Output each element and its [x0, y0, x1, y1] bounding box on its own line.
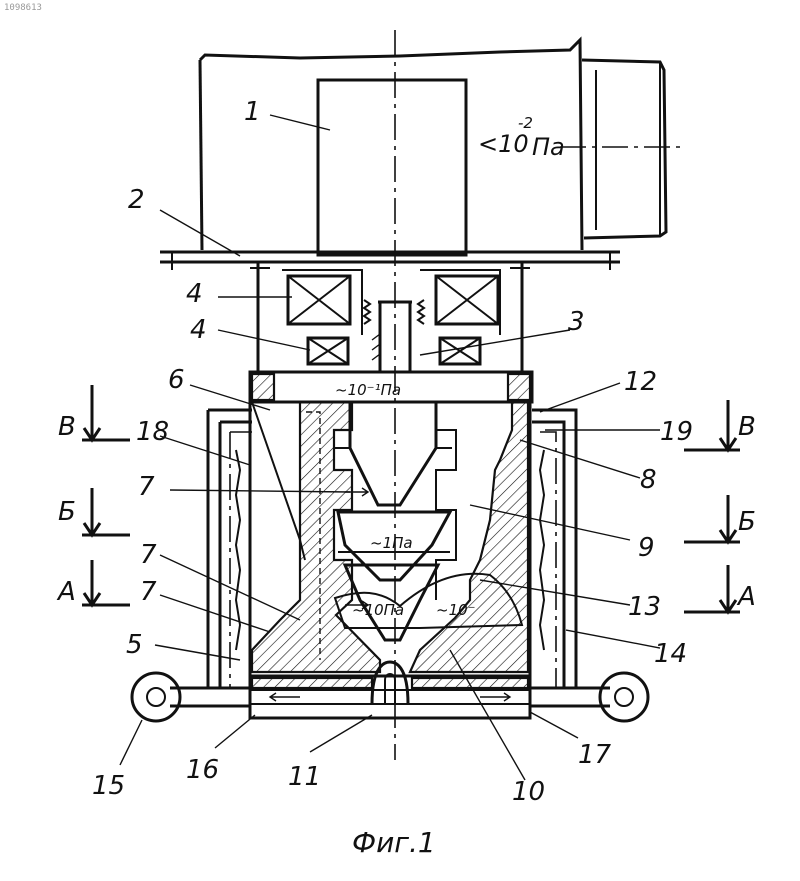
pump-15 — [132, 673, 180, 721]
part-label: 14 — [654, 639, 687, 669]
part-label: 2 — [128, 185, 145, 215]
svg-text:<10: <10 — [478, 130, 529, 158]
pressure-label-zone: ~10⁻ — [436, 601, 476, 619]
part-label: 8 — [640, 465, 657, 495]
svg-text:Па: Па — [532, 133, 565, 161]
body-section-right — [410, 402, 528, 672]
part-label: 16 — [186, 755, 219, 785]
part-3-shaft — [372, 302, 412, 372]
section-label-right: В — [738, 412, 756, 442]
section-label-right: А — [736, 582, 756, 612]
pump-17 — [600, 673, 648, 721]
part-label: 10 — [512, 777, 545, 807]
part-label: 5 — [126, 630, 143, 660]
part-label: 18 — [136, 417, 169, 447]
part-label: 17 — [578, 740, 612, 770]
part-label: 12 — [624, 367, 657, 397]
section-label-right: Б — [738, 507, 756, 537]
part-label: 19 — [660, 417, 693, 447]
section-label-left: В — [58, 412, 76, 442]
part-label: 1 — [244, 97, 261, 127]
part-label: 7 — [140, 540, 157, 570]
body-section-left — [252, 402, 380, 672]
document-number: 1098613 — [4, 3, 42, 13]
magnetic-coil-upper — [288, 276, 498, 324]
part-label: 9 — [638, 533, 655, 563]
part-label: 11 — [288, 762, 321, 792]
part-label: 13 — [628, 592, 661, 622]
bellows-spring — [364, 300, 424, 324]
part-label: 4 — [190, 315, 207, 345]
section-label-left: А — [56, 577, 76, 607]
part-label: 15 — [92, 771, 125, 801]
part-label: 3 — [568, 307, 585, 337]
section-markers — [82, 385, 740, 612]
part-label: 6 — [168, 365, 185, 395]
section-label-left: Б — [58, 497, 76, 527]
part-label: 7 — [140, 577, 157, 607]
figure-caption: Фиг.1 — [352, 826, 436, 859]
svg-text:-2: -2 — [518, 114, 533, 132]
vacuum-chamber — [200, 40, 666, 250]
part-label: 7 — [138, 472, 155, 502]
pressure-label-stage-3: ~10Па — [352, 601, 404, 619]
pressure-label-stage-2: ~1Па — [370, 534, 413, 552]
pressure-label-chamber: <10 -2 Па — [478, 114, 565, 161]
pressure-label-lid: ~10⁻¹Па — [335, 381, 401, 399]
magnetic-coil-lower — [308, 338, 480, 364]
part-1-block — [318, 80, 466, 255]
part-label: 4 — [186, 279, 203, 309]
